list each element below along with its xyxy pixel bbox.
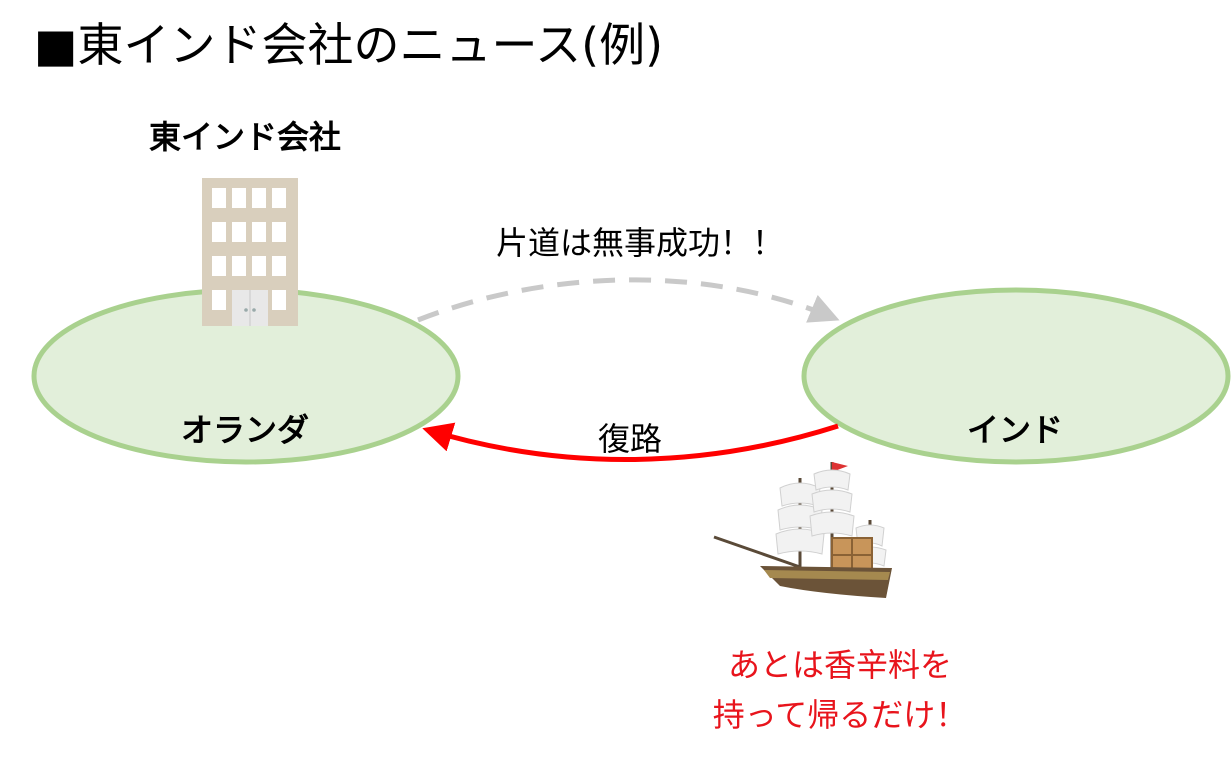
outbound-route-arrow [417,277,840,323]
return-route-arrow [422,422,839,462]
company-label: 東インド会社 [148,118,341,156]
sailing-ship-with-cargo-icon [713,462,892,598]
callout-note: あとは香辛料を 持って帰るだけ！ [640,640,1040,740]
outbound-route-label: 片道は無事成功！！ [495,224,784,262]
callout-note-line-1: あとは香辛料を [727,646,952,684]
region-label-india: インド [966,411,1063,449]
office-building-icon [202,178,298,326]
return-route-label: 復路 [597,420,662,458]
region-india [801,287,1231,465]
page-title: ■東インド会社のニュース(例) [34,18,664,72]
callout-note-line-2: 持って帰るだけ！ [712,696,968,734]
region-label-netherlands: オランダ [180,411,309,449]
